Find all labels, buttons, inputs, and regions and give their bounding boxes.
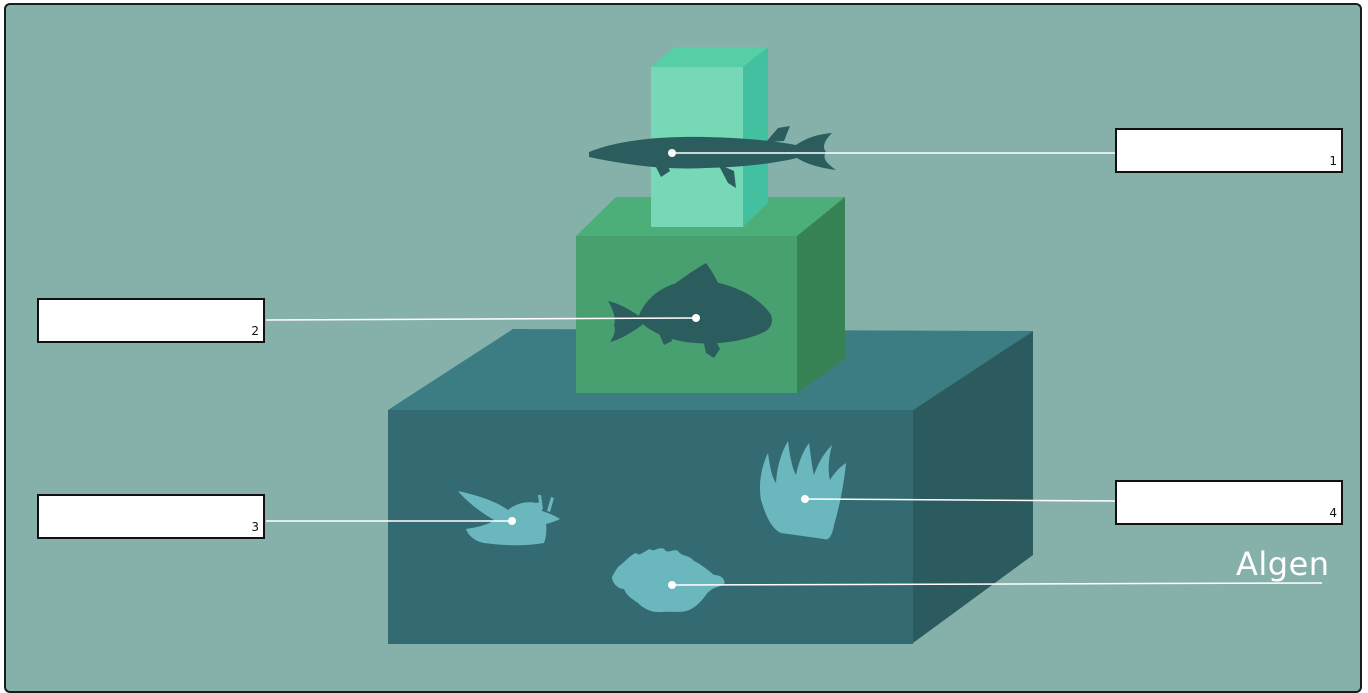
top-block — [651, 47, 768, 227]
answer-box-4[interactable]: 4 — [1115, 480, 1343, 525]
answer-box-number: 4 — [1329, 506, 1337, 520]
food-pyramid-diagram — [6, 5, 1362, 693]
algae-label: Algen — [1236, 545, 1330, 583]
answer-box-3[interactable]: 3 — [37, 494, 265, 539]
answer-box-number: 3 — [251, 520, 259, 534]
leader-dot-4 — [801, 495, 809, 503]
diagram-frame: 1 2 3 4 Algen — [4, 3, 1362, 693]
leader-dot-2 — [692, 314, 700, 322]
answer-box-2[interactable]: 2 — [37, 298, 265, 343]
leader-dot-algen — [668, 581, 676, 589]
answer-box-number: 1 — [1329, 154, 1337, 168]
answer-box-number: 2 — [251, 324, 259, 338]
leader-dot-1 — [668, 149, 676, 157]
top-block-side — [743, 47, 768, 227]
answer-box-1[interactable]: 1 — [1115, 128, 1343, 173]
leader-dot-3 — [508, 517, 516, 525]
